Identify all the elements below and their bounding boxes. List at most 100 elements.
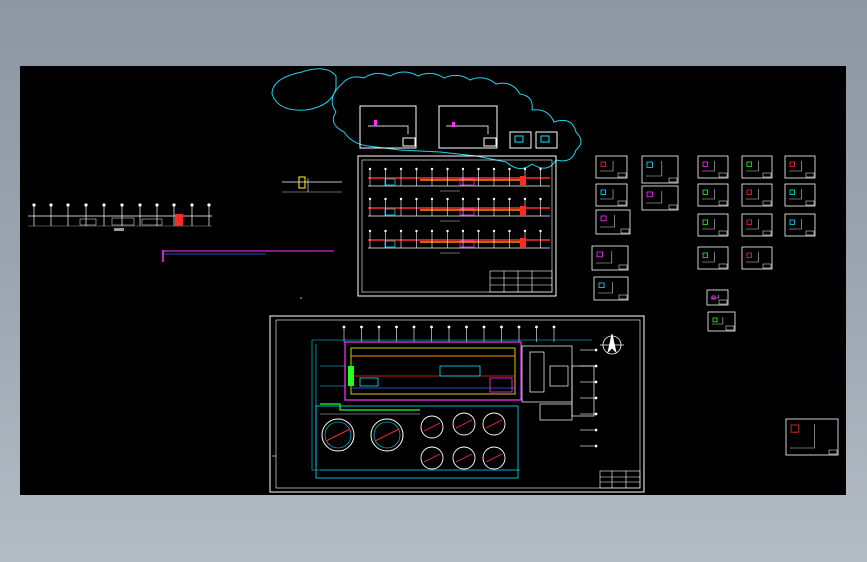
elevation-grid-bubble bbox=[430, 197, 434, 201]
detail-sheet[interactable] bbox=[741, 213, 773, 237]
detail-sheet[interactable] bbox=[641, 185, 679, 211]
detail-title-block bbox=[762, 172, 772, 178]
detail-title-block bbox=[762, 200, 772, 206]
tank-small bbox=[482, 446, 506, 470]
detail-title-block bbox=[668, 204, 678, 210]
drawing-canvas[interactable] bbox=[20, 66, 846, 495]
detail-linework bbox=[790, 424, 815, 449]
elevation-equipment bbox=[520, 206, 526, 216]
elevation-grid-bubble bbox=[492, 167, 496, 171]
tank-small bbox=[452, 412, 476, 436]
detail-sheet[interactable] bbox=[593, 276, 629, 301]
detail-sheet[interactable] bbox=[641, 155, 679, 184]
tank-arm bbox=[485, 419, 503, 429]
detail-sheet[interactable] bbox=[591, 245, 629, 271]
elevation-grid-bubble bbox=[523, 197, 527, 201]
detail-sheets-grid[interactable] bbox=[591, 155, 839, 456]
detail-sheet[interactable] bbox=[697, 213, 729, 237]
detail-sheet[interactable] bbox=[595, 183, 628, 207]
detail-component bbox=[746, 161, 752, 167]
detail-sheet[interactable] bbox=[741, 183, 773, 207]
cloud-sheet-2[interactable] bbox=[438, 105, 498, 149]
detail-component bbox=[702, 161, 708, 167]
detail-linework bbox=[702, 189, 715, 200]
detail-title-block bbox=[762, 230, 772, 236]
plan-grid-bubble bbox=[377, 325, 381, 329]
detail-component bbox=[702, 219, 708, 225]
detail-linework bbox=[789, 189, 802, 200]
elevation-grid-bubble bbox=[399, 229, 403, 233]
detail-sheet[interactable] bbox=[741, 155, 773, 179]
tank-small bbox=[452, 446, 476, 470]
detail-sheet[interactable] bbox=[595, 155, 628, 179]
elevation-grid-bubble bbox=[368, 197, 372, 201]
magenta-pipeline[interactable] bbox=[162, 250, 334, 262]
circular-tanks bbox=[321, 412, 506, 470]
detail-sheet-frame bbox=[641, 185, 679, 211]
detail-sheet[interactable] bbox=[706, 289, 729, 306]
detail-component bbox=[600, 189, 607, 195]
elevation-equipment bbox=[384, 240, 396, 248]
tank-arm bbox=[455, 453, 473, 463]
elevation-grid-bubble bbox=[446, 197, 449, 201]
detail-linework bbox=[646, 191, 663, 204]
detail-title-block bbox=[718, 172, 728, 178]
cad-model-space[interactable] bbox=[20, 66, 846, 495]
detail-sheet[interactable] bbox=[785, 418, 839, 456]
cloud-sheet-3[interactable] bbox=[509, 131, 558, 149]
detail-sheet-frame bbox=[741, 155, 773, 179]
elevation-equipment bbox=[384, 208, 396, 216]
plan-grid-bubble bbox=[360, 325, 363, 329]
detail-sheet[interactable] bbox=[697, 155, 729, 179]
detail-sheet-frame bbox=[741, 246, 773, 270]
detail-sheet-frame bbox=[641, 155, 679, 184]
detail-linework bbox=[711, 295, 719, 299]
elevation-equipment bbox=[384, 178, 396, 186]
elevation-grid-bubble bbox=[477, 229, 480, 233]
elevation-title-block bbox=[489, 270, 553, 293]
elevation-grid-bubble bbox=[399, 167, 403, 171]
elevation-equipment bbox=[520, 238, 526, 248]
detail-sheet[interactable] bbox=[697, 246, 729, 270]
detail-component bbox=[600, 161, 607, 167]
detail-linework bbox=[702, 252, 715, 263]
elevation-grid-bubble bbox=[539, 229, 542, 233]
elevation-sheet[interactable] bbox=[357, 155, 557, 297]
elevation-grid-bubble bbox=[430, 167, 434, 171]
small-elevation-detail[interactable] bbox=[282, 176, 342, 193]
detail-linework bbox=[600, 215, 615, 228]
tank-arm bbox=[485, 453, 503, 463]
detail-sheet[interactable] bbox=[784, 183, 816, 207]
elevation-grid-bubble bbox=[384, 229, 387, 233]
elevation-grid-bubble bbox=[384, 197, 387, 201]
detail-component bbox=[746, 189, 752, 195]
elevation-grid-bubble bbox=[539, 197, 542, 201]
detail-linework bbox=[598, 282, 613, 294]
detail-sheet[interactable] bbox=[784, 213, 816, 237]
detail-component bbox=[789, 189, 795, 195]
detail-sheet-frame bbox=[697, 183, 729, 207]
detail-sheet[interactable] bbox=[741, 246, 773, 270]
elevation-rows bbox=[368, 167, 550, 254]
detail-sheet[interactable] bbox=[697, 183, 729, 207]
plan-grid-bubble bbox=[465, 325, 468, 329]
elevation-grid-bubble bbox=[523, 167, 527, 171]
elevation-grid-bubble bbox=[415, 229, 418, 233]
plan-sheet[interactable] bbox=[269, 315, 645, 493]
left-elevation-strip[interactable] bbox=[28, 203, 212, 231]
detail-component bbox=[711, 295, 716, 300]
detail-linework bbox=[600, 189, 614, 200]
detail-sheet[interactable] bbox=[784, 155, 816, 179]
plan-grid-bubble bbox=[594, 380, 598, 384]
elevation-grid-bubble bbox=[539, 167, 542, 171]
detail-sheet[interactable] bbox=[707, 311, 736, 332]
cloud-sheet-1[interactable] bbox=[359, 105, 417, 149]
tank-small bbox=[482, 412, 506, 436]
tank-arm bbox=[325, 428, 351, 442]
plan-grid-bubble bbox=[594, 428, 598, 432]
plan-grid-bubble bbox=[552, 325, 556, 329]
detail-sheet-frame bbox=[593, 276, 629, 301]
plan-grid-bubble bbox=[594, 396, 598, 400]
detail-sheet[interactable] bbox=[595, 209, 631, 235]
plan-grid-bubble bbox=[395, 325, 398, 329]
